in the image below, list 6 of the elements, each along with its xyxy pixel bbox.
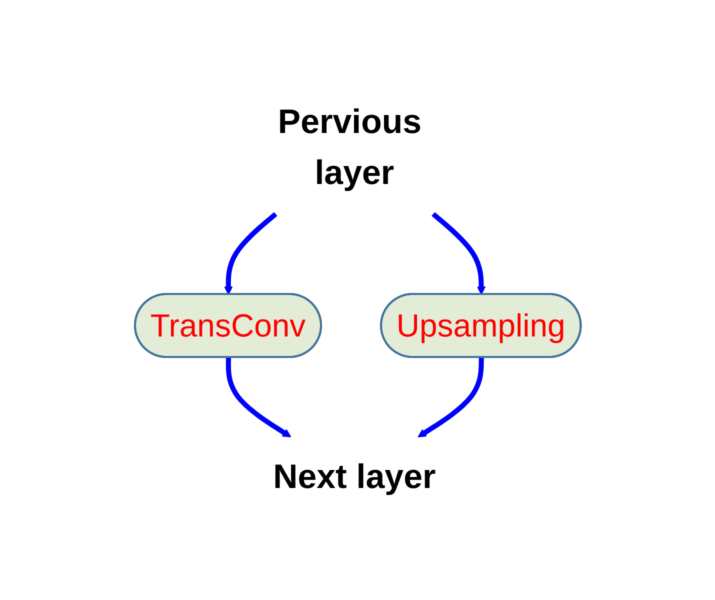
node-text: Next layer bbox=[272, 458, 436, 496]
arrow bbox=[417, 357, 484, 438]
arrow bbox=[226, 357, 291, 438]
node-text: Pervious layer bbox=[278, 103, 422, 192]
arrow bbox=[224, 212, 277, 295]
arrow bbox=[431, 212, 486, 295]
